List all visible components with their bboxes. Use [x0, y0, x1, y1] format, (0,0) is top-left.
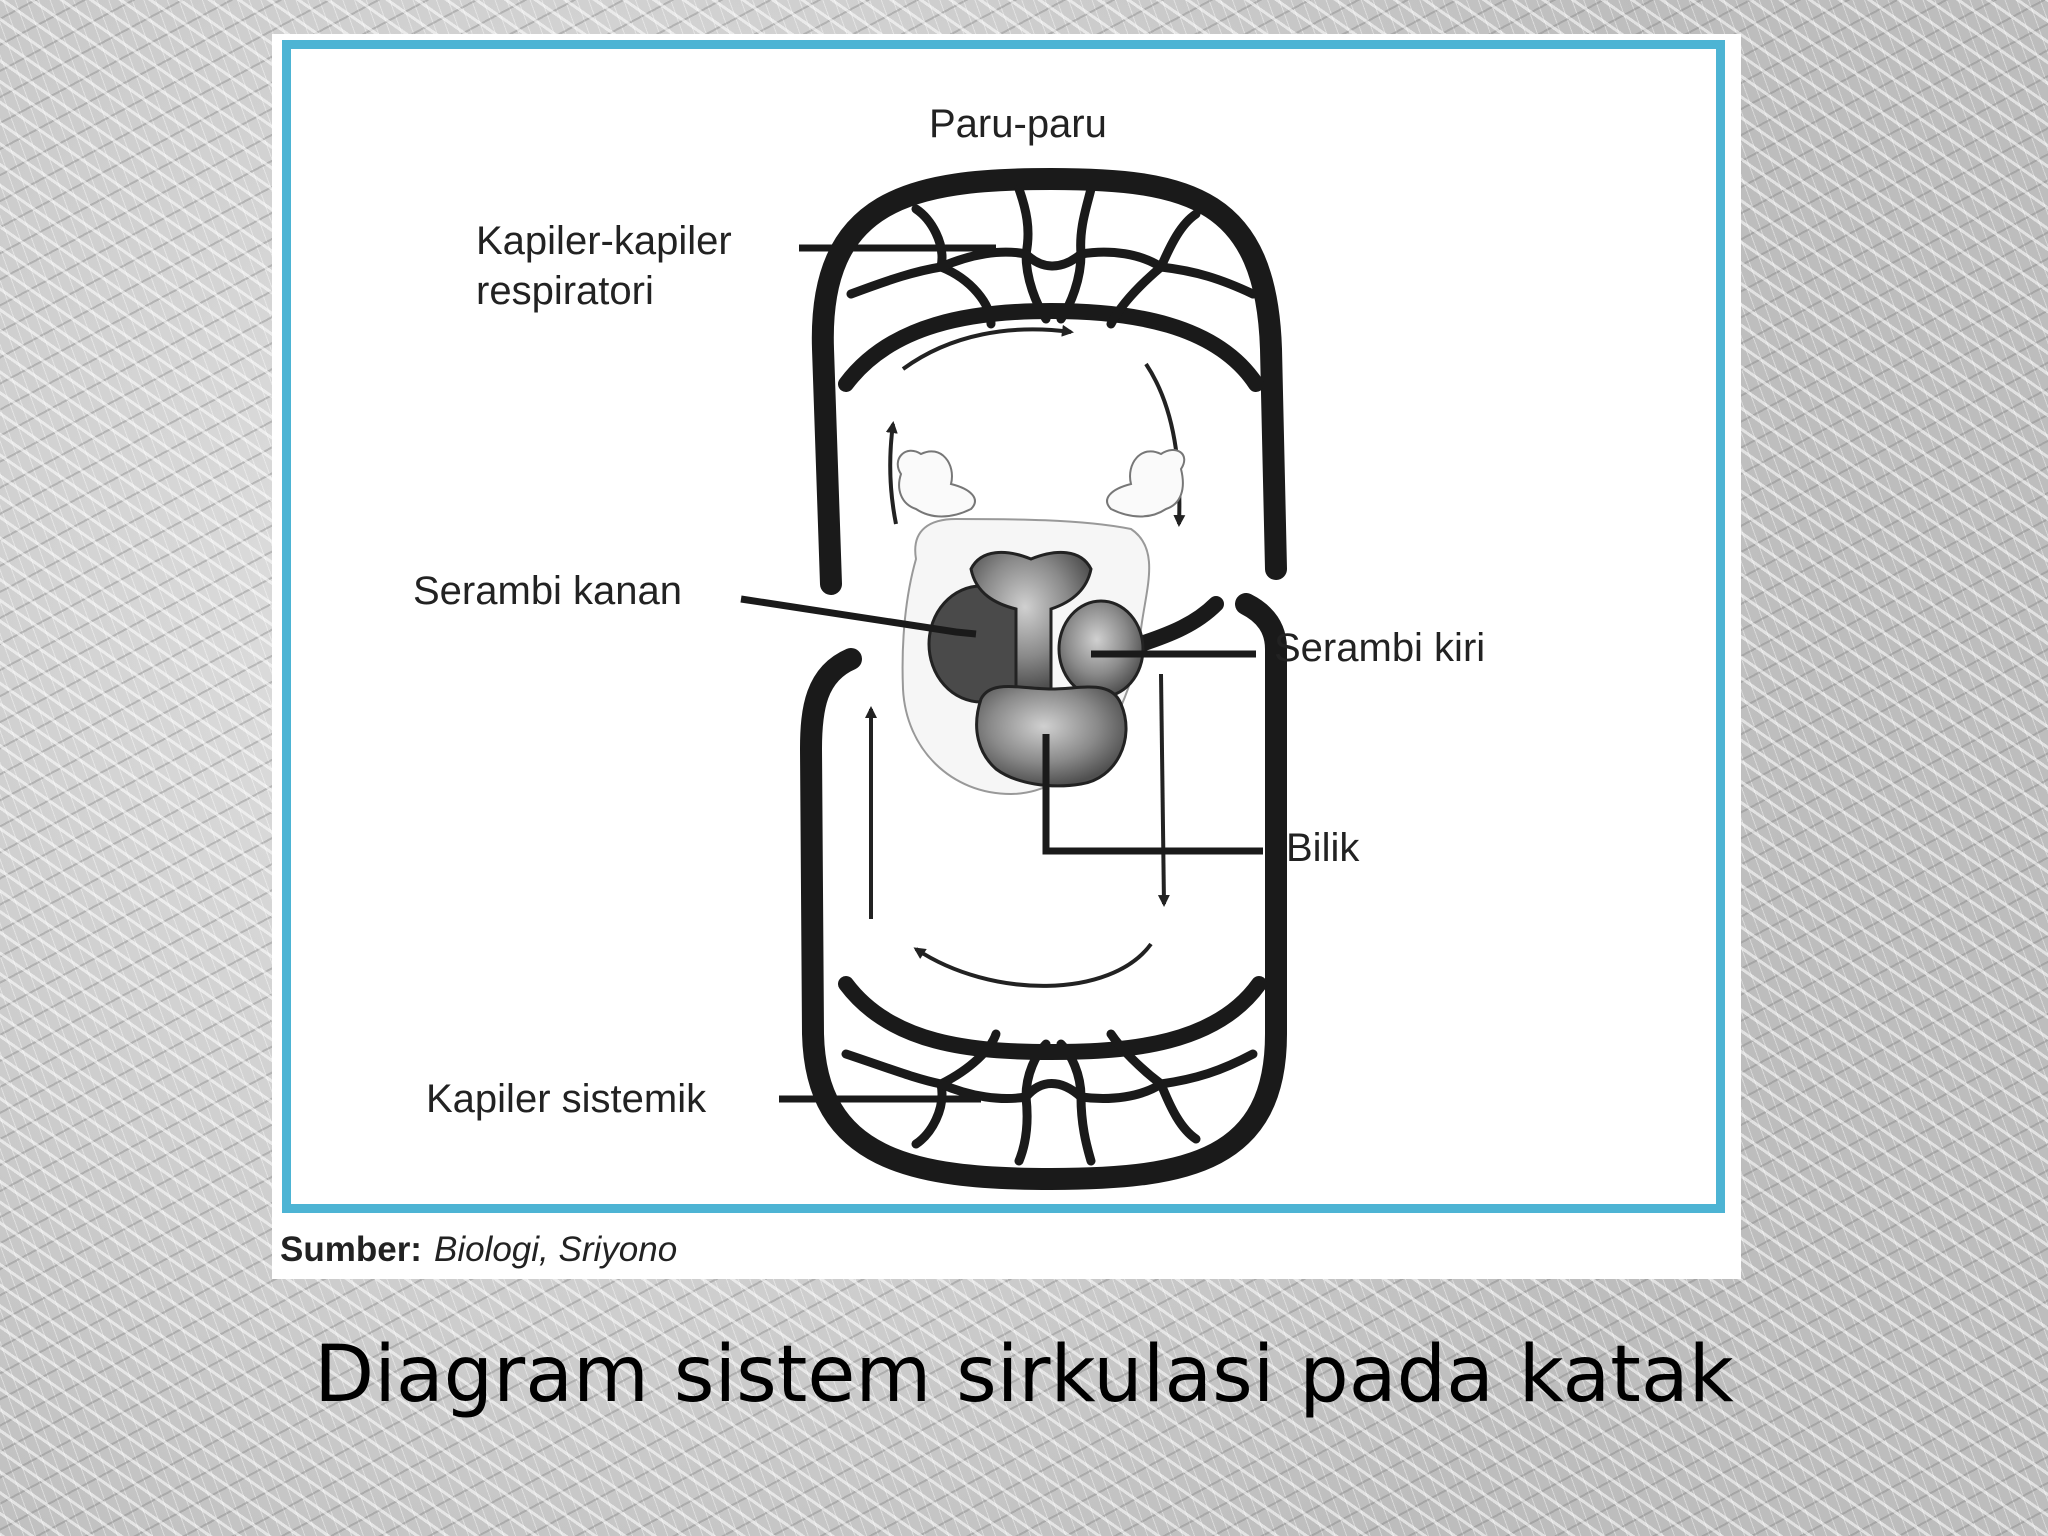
source-line: Sumber: Biologi, Sriyono: [280, 1230, 677, 1270]
slide-title: Diagram sistem sirkulasi pada katak: [314, 1330, 1734, 1420]
systemic-loop: [799, 593, 1287, 1191]
heart: [896, 449, 1186, 796]
right-atrium-label: Serambi kanan: [413, 569, 682, 613]
pointer-lines: [740, 244, 1263, 1103]
figure-panel: Paru-paru Kapiler-kapiler respiratori Se…: [272, 34, 1741, 1279]
systemic-capillaries-label: Kapiler sistemik: [426, 1077, 707, 1121]
left-atrium-shape: [1057, 599, 1145, 699]
lungs-label: Paru-paru: [929, 102, 1107, 146]
respiratory-capillary-network: [846, 184, 1258, 329]
ventricle-label: Bilik: [1286, 826, 1360, 870]
source-text: Biologi, Sriyono: [433, 1230, 678, 1269]
respiratory-capillaries-label-line2: respiratori: [476, 269, 654, 313]
respiratory-capillaries-label-line1: Kapiler-kapiler: [476, 219, 732, 263]
frog-circulation-diagram: Paru-paru Kapiler-kapiler respiratori Se…: [413, 102, 1485, 1191]
systemic-capillary-network: [841, 1029, 1258, 1166]
ventricle-shape: [975, 685, 1128, 788]
source-label: Sumber:: [280, 1230, 422, 1269]
left-atrium-label: Serambi kiri: [1274, 626, 1485, 670]
flow-arrows: [865, 324, 1186, 988]
figure-frame: Paru-paru Kapiler-kapiler respiratori Se…: [282, 40, 1725, 1213]
